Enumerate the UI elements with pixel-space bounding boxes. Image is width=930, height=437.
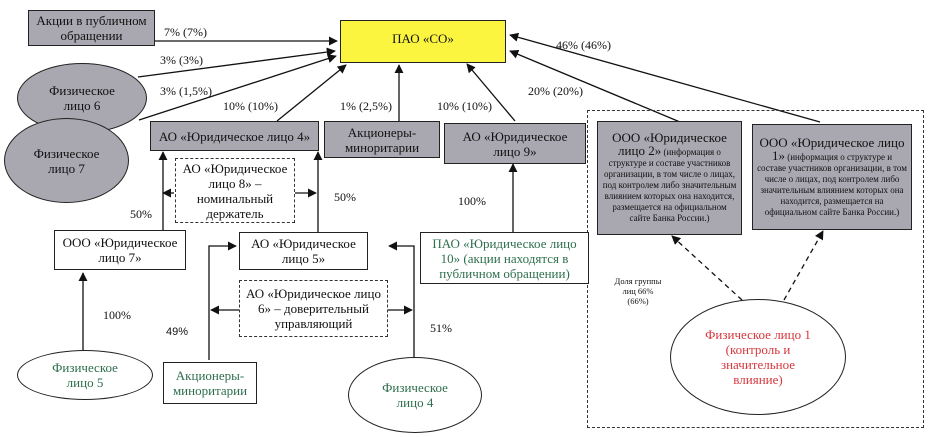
edge-label-minority-to-ao5: 49% — [166, 326, 189, 338]
node-ooo1[interactable]: ООО «Юридическое лицо 1» (информация о с… — [752, 124, 912, 230]
edge-label-ooo2: 20% (20%) — [528, 84, 583, 98]
node-public-shares[interactable]: Акции в публичном обращении — [28, 10, 155, 46]
edge-label-ooo7-to-ao4: 50% — [130, 207, 152, 221]
node-person7[interactable]: Физическое лицо 7 — [4, 118, 129, 203]
edge-label-ao4: 10% (10%) — [223, 99, 278, 113]
edge-label-person7: 3% (1,5%) — [160, 84, 212, 98]
edge-ooo1 — [509, 32, 821, 123]
edge-label-ao9: 10% (10%) — [437, 99, 492, 113]
edge-person4-to-ao5 — [388, 241, 415, 357]
edge-label-ooo1: 46% (46%) — [556, 38, 611, 52]
edge-label-person6: 3% (3%) — [160, 53, 203, 67]
node-pao-so-label: ПАО «СО» — [392, 31, 454, 46]
node-ao6[interactable]: АО «Юридическое лицо 6» – доверительный … — [239, 280, 388, 337]
node-minority-bottom[interactable]: Акционеры-миноритарии — [163, 362, 257, 404]
edge-person7 — [138, 54, 337, 121]
edge-person6 — [137, 47, 336, 78]
node-person4[interactable]: Физическое лицо 4 — [348, 357, 482, 433]
edge-ao9 — [466, 63, 516, 122]
edge-person1-to-ooo2 — [671, 235, 743, 301]
node-ao4[interactable]: АО «Юридическое лицо 4» — [150, 121, 319, 151]
edge-label-pao10-to-ao9: 100% — [458, 194, 486, 208]
edge-label-minority-top: 1% (2,5%) — [340, 99, 392, 113]
node-pao10[interactable]: ПАО «Юридическое лицо 10» (акции находят… — [420, 232, 589, 284]
edge-label-ao5-to-ao4: 50% — [334, 190, 356, 204]
node-ao5[interactable]: АО «Юридическое лицо 5» — [239, 232, 368, 270]
node-ao8[interactable]: АО «Юридическое лицо 8» – номинальный де… — [175, 158, 295, 223]
node-ooo7[interactable]: ООО «Юридическое лицо 7» — [54, 230, 186, 270]
node-ao9[interactable]: АО «Юридическое лицо 9» — [444, 123, 586, 164]
edge-person1-to-ooo1 — [783, 230, 824, 301]
node-person1[interactable]: Физическое лицо 1 (контроль и значительн… — [670, 299, 846, 415]
edge-ao4 — [276, 64, 347, 122]
edge-label-person4-to-ao5: 51% — [430, 321, 452, 335]
edge-label-person5-to-ooo7: 100% — [103, 308, 131, 322]
node-ooo2[interactable]: ООО «Юридическое лицо 2» (информация о с… — [597, 121, 742, 235]
edge-minority-to-ao5 — [208, 241, 237, 360]
node-person5[interactable]: Физическое лицо 5 — [17, 350, 153, 400]
node-minority-top[interactable]: Акционеры-миноритарии — [324, 121, 440, 158]
edge-label-group-share: Доля группы лиц 66% (66%) — [614, 276, 662, 306]
edge-label-public-shares: 7% (7%) — [164, 25, 207, 39]
node-pao-so[interactable]: ПАО «СО» — [340, 20, 506, 63]
